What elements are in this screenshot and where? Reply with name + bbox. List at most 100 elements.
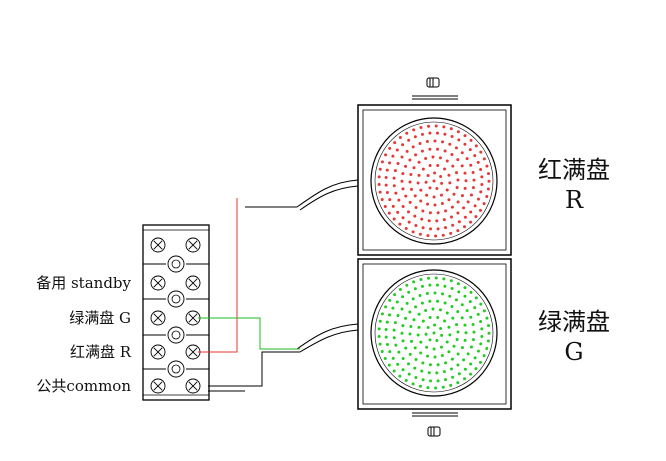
led-dot xyxy=(433,203,437,207)
led-dot xyxy=(469,163,473,167)
led-dot xyxy=(449,279,453,283)
led-dot xyxy=(454,298,458,302)
led-dot xyxy=(436,379,440,383)
led-dot xyxy=(383,205,387,209)
led-dot xyxy=(479,302,483,306)
led-dot xyxy=(384,183,388,187)
green-lamp-letter: G xyxy=(564,338,583,366)
led-dot xyxy=(463,323,467,327)
led-dot xyxy=(407,138,411,142)
led-dot xyxy=(460,303,464,307)
led-dot xyxy=(463,142,467,146)
led-dot xyxy=(456,178,460,182)
led-dot xyxy=(471,338,475,342)
led-dot xyxy=(418,142,422,146)
led-dot xyxy=(450,357,454,361)
led-dot xyxy=(429,227,433,231)
led-dot xyxy=(476,160,480,164)
led-dot xyxy=(473,204,477,208)
led-dot xyxy=(411,297,415,301)
led-dot xyxy=(449,215,453,219)
led-dot xyxy=(405,283,409,287)
led-dot xyxy=(417,160,421,164)
led-dot xyxy=(457,220,461,224)
led-dot xyxy=(420,149,424,153)
led-dot xyxy=(438,156,442,160)
led-dot xyxy=(456,282,460,286)
led-dot xyxy=(441,140,445,144)
led-dot xyxy=(428,338,432,342)
led-dot xyxy=(412,128,416,132)
led-dot xyxy=(413,135,417,139)
led-dot xyxy=(463,225,466,229)
led-dot xyxy=(393,293,397,297)
led-dot xyxy=(486,339,490,343)
led-dot xyxy=(472,330,476,334)
led-dot xyxy=(378,342,382,346)
led-dot xyxy=(436,363,440,367)
led-dot xyxy=(434,386,438,390)
led-dot xyxy=(460,151,464,155)
terminal-link-ring xyxy=(167,290,185,308)
led-dot xyxy=(485,346,489,350)
led-dot xyxy=(456,381,460,385)
led-dot xyxy=(428,186,432,190)
led-dot xyxy=(410,187,414,191)
led-dot xyxy=(456,330,460,334)
led-dot xyxy=(408,332,412,336)
led-dot xyxy=(407,372,411,376)
led-dot xyxy=(414,223,418,227)
red-led-array xyxy=(377,124,491,238)
led-dot xyxy=(450,205,454,209)
led-dot xyxy=(485,164,489,168)
led-dot xyxy=(454,146,458,150)
led-dot xyxy=(394,191,398,195)
led-dot xyxy=(394,343,398,347)
led-dot xyxy=(478,208,482,212)
led-dot xyxy=(443,284,447,288)
led-dot xyxy=(480,327,484,331)
led-dot xyxy=(388,313,392,317)
led-dot xyxy=(388,198,392,202)
led-dot xyxy=(419,126,423,130)
terminal-block xyxy=(142,224,210,401)
led-dot xyxy=(471,171,475,175)
led-dot xyxy=(387,363,391,367)
led-dot xyxy=(432,347,436,351)
led-dot xyxy=(380,160,384,164)
led-dot xyxy=(487,179,491,183)
led-dot xyxy=(425,193,429,197)
led-dot xyxy=(412,280,416,284)
led-dot xyxy=(445,340,449,344)
led-dot xyxy=(463,377,466,381)
led-dot xyxy=(482,354,486,358)
bottom-bracket xyxy=(412,412,458,437)
led-dot xyxy=(396,162,400,165)
led-dot xyxy=(435,371,439,375)
led-dot xyxy=(474,296,478,300)
led-dot xyxy=(428,147,432,151)
led-dot xyxy=(434,276,438,280)
led-dot xyxy=(377,327,381,331)
signal-housing xyxy=(357,104,512,410)
led-dot xyxy=(377,183,381,187)
led-dot xyxy=(427,124,431,128)
led-dot xyxy=(473,154,477,158)
led-dot xyxy=(449,383,453,387)
led-dot xyxy=(469,362,473,366)
led-dot xyxy=(395,300,399,304)
terminal-link-ring xyxy=(167,255,185,273)
led-dot xyxy=(384,153,388,157)
label-common-terminal: 公共common xyxy=(36,377,131,395)
led-dot xyxy=(428,283,432,287)
led-dot xyxy=(469,372,473,376)
led-dot xyxy=(425,140,429,144)
led-dot xyxy=(476,312,480,316)
led-dot xyxy=(436,299,440,303)
red-wire xyxy=(198,198,238,353)
led-dot xyxy=(432,331,436,335)
led-dot xyxy=(385,343,389,346)
led-dot xyxy=(463,338,467,342)
red-lamp-letter: R xyxy=(565,186,584,214)
